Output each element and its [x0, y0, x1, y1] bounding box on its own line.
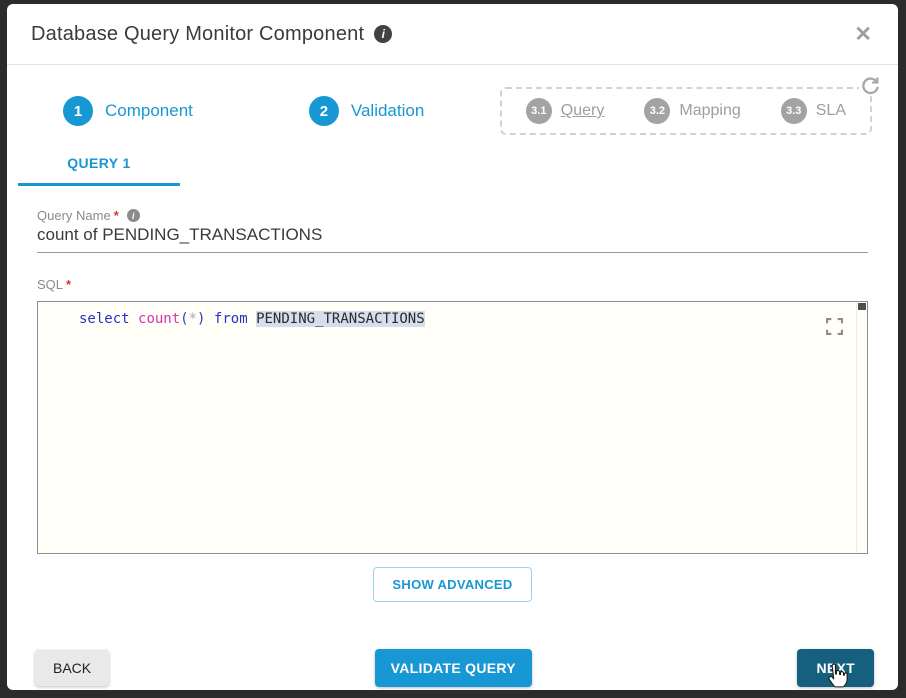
sql-token: ) — [197, 311, 206, 327]
scrollbar-thumb[interactable] — [858, 303, 866, 310]
refresh-icon[interactable] — [859, 76, 882, 95]
query-name-field: Query Name* i count of PENDING_TRANSACTI… — [37, 208, 868, 253]
sql-token — [130, 311, 138, 327]
tab-query-1[interactable]: QUERY 1 — [18, 145, 180, 186]
pending-steps-group: 3.1 Query 3.2 Mapping 3.3 SLA — [499, 76, 882, 135]
step-3-1-label: Query — [560, 102, 605, 119]
query-name-label: Query Name — [37, 208, 111, 223]
sql-code-editor[interactable]: select count(*) from PENDING_TRANSACTION… — [37, 301, 868, 554]
sql-token: select — [79, 311, 130, 327]
required-asterisk: * — [66, 277, 72, 292]
show-advanced-button[interactable]: SHOW ADVANCED — [373, 567, 532, 602]
info-icon[interactable]: i — [374, 25, 393, 43]
step-2-circle: 2 — [308, 96, 339, 126]
sql-code-line[interactable]: select count(*) from PENDING_TRANSACTION… — [79, 311, 425, 327]
dialog-title: Database Query Monitor Component — [31, 22, 365, 45]
database-query-monitor-dialog: Database Query Monitor Component i ✕ 1 C… — [7, 4, 898, 690]
step-3-2-circle: 3.2 — [644, 98, 671, 124]
step-3-1-circle: 3.1 — [525, 98, 552, 124]
header-divider — [7, 64, 898, 65]
step-3-3-label: SLA — [815, 102, 846, 119]
step-sla[interactable]: 3.3 SLA — [780, 98, 846, 124]
step-query[interactable]: 3.1 Query — [525, 98, 605, 124]
query-name-input[interactable]: count of PENDING_TRANSACTIONS — [37, 225, 868, 253]
fullscreen-icon[interactable] — [826, 318, 843, 335]
step-3-2-label: Mapping — [679, 102, 741, 119]
dialog-footer: BACK VALIDATE QUERY NEXT — [35, 649, 874, 688]
wizard-steps: 1 Component 2 Validation 3.1 Query 3.2 M… — [63, 76, 882, 137]
sql-token: ( — [180, 311, 189, 327]
advanced-row: SHOW ADVANCED — [7, 567, 898, 602]
sql-selected-text: PENDING_TRANSACTIONS — [256, 311, 425, 327]
step-component[interactable]: 1 Component — [63, 96, 193, 126]
close-icon[interactable]: ✕ — [854, 22, 872, 46]
next-button-label: NEXT — [816, 660, 855, 676]
next-button[interactable]: NEXT — [797, 649, 874, 688]
sql-token: * — [188, 311, 198, 327]
sql-token: count — [138, 311, 181, 327]
back-button[interactable]: BACK — [35, 650, 110, 686]
step-2-label: Validation — [350, 101, 425, 120]
sql-token — [205, 311, 213, 327]
info-icon[interactable]: i — [126, 209, 140, 222]
sql-label-row: SQL* — [37, 277, 868, 292]
query-tabs: QUERY 1 — [7, 145, 898, 186]
sql-token — [248, 311, 256, 327]
validate-query-button[interactable]: VALIDATE QUERY — [374, 649, 532, 687]
dialog-header: Database Query Monitor Component i ✕ — [7, 4, 898, 64]
required-asterisk: * — [113, 208, 119, 223]
step-3-3-circle: 3.3 — [780, 98, 807, 124]
editor-scrollbar[interactable] — [856, 302, 867, 553]
step-1-circle: 1 — [63, 96, 93, 126]
step-1-label: Component — [105, 101, 193, 120]
sql-label: SQL — [37, 277, 64, 292]
step-validation[interactable]: 2 Validation — [308, 96, 425, 126]
sql-token: from — [213, 311, 248, 327]
step-mapping[interactable]: 3.2 Mapping — [644, 98, 741, 124]
